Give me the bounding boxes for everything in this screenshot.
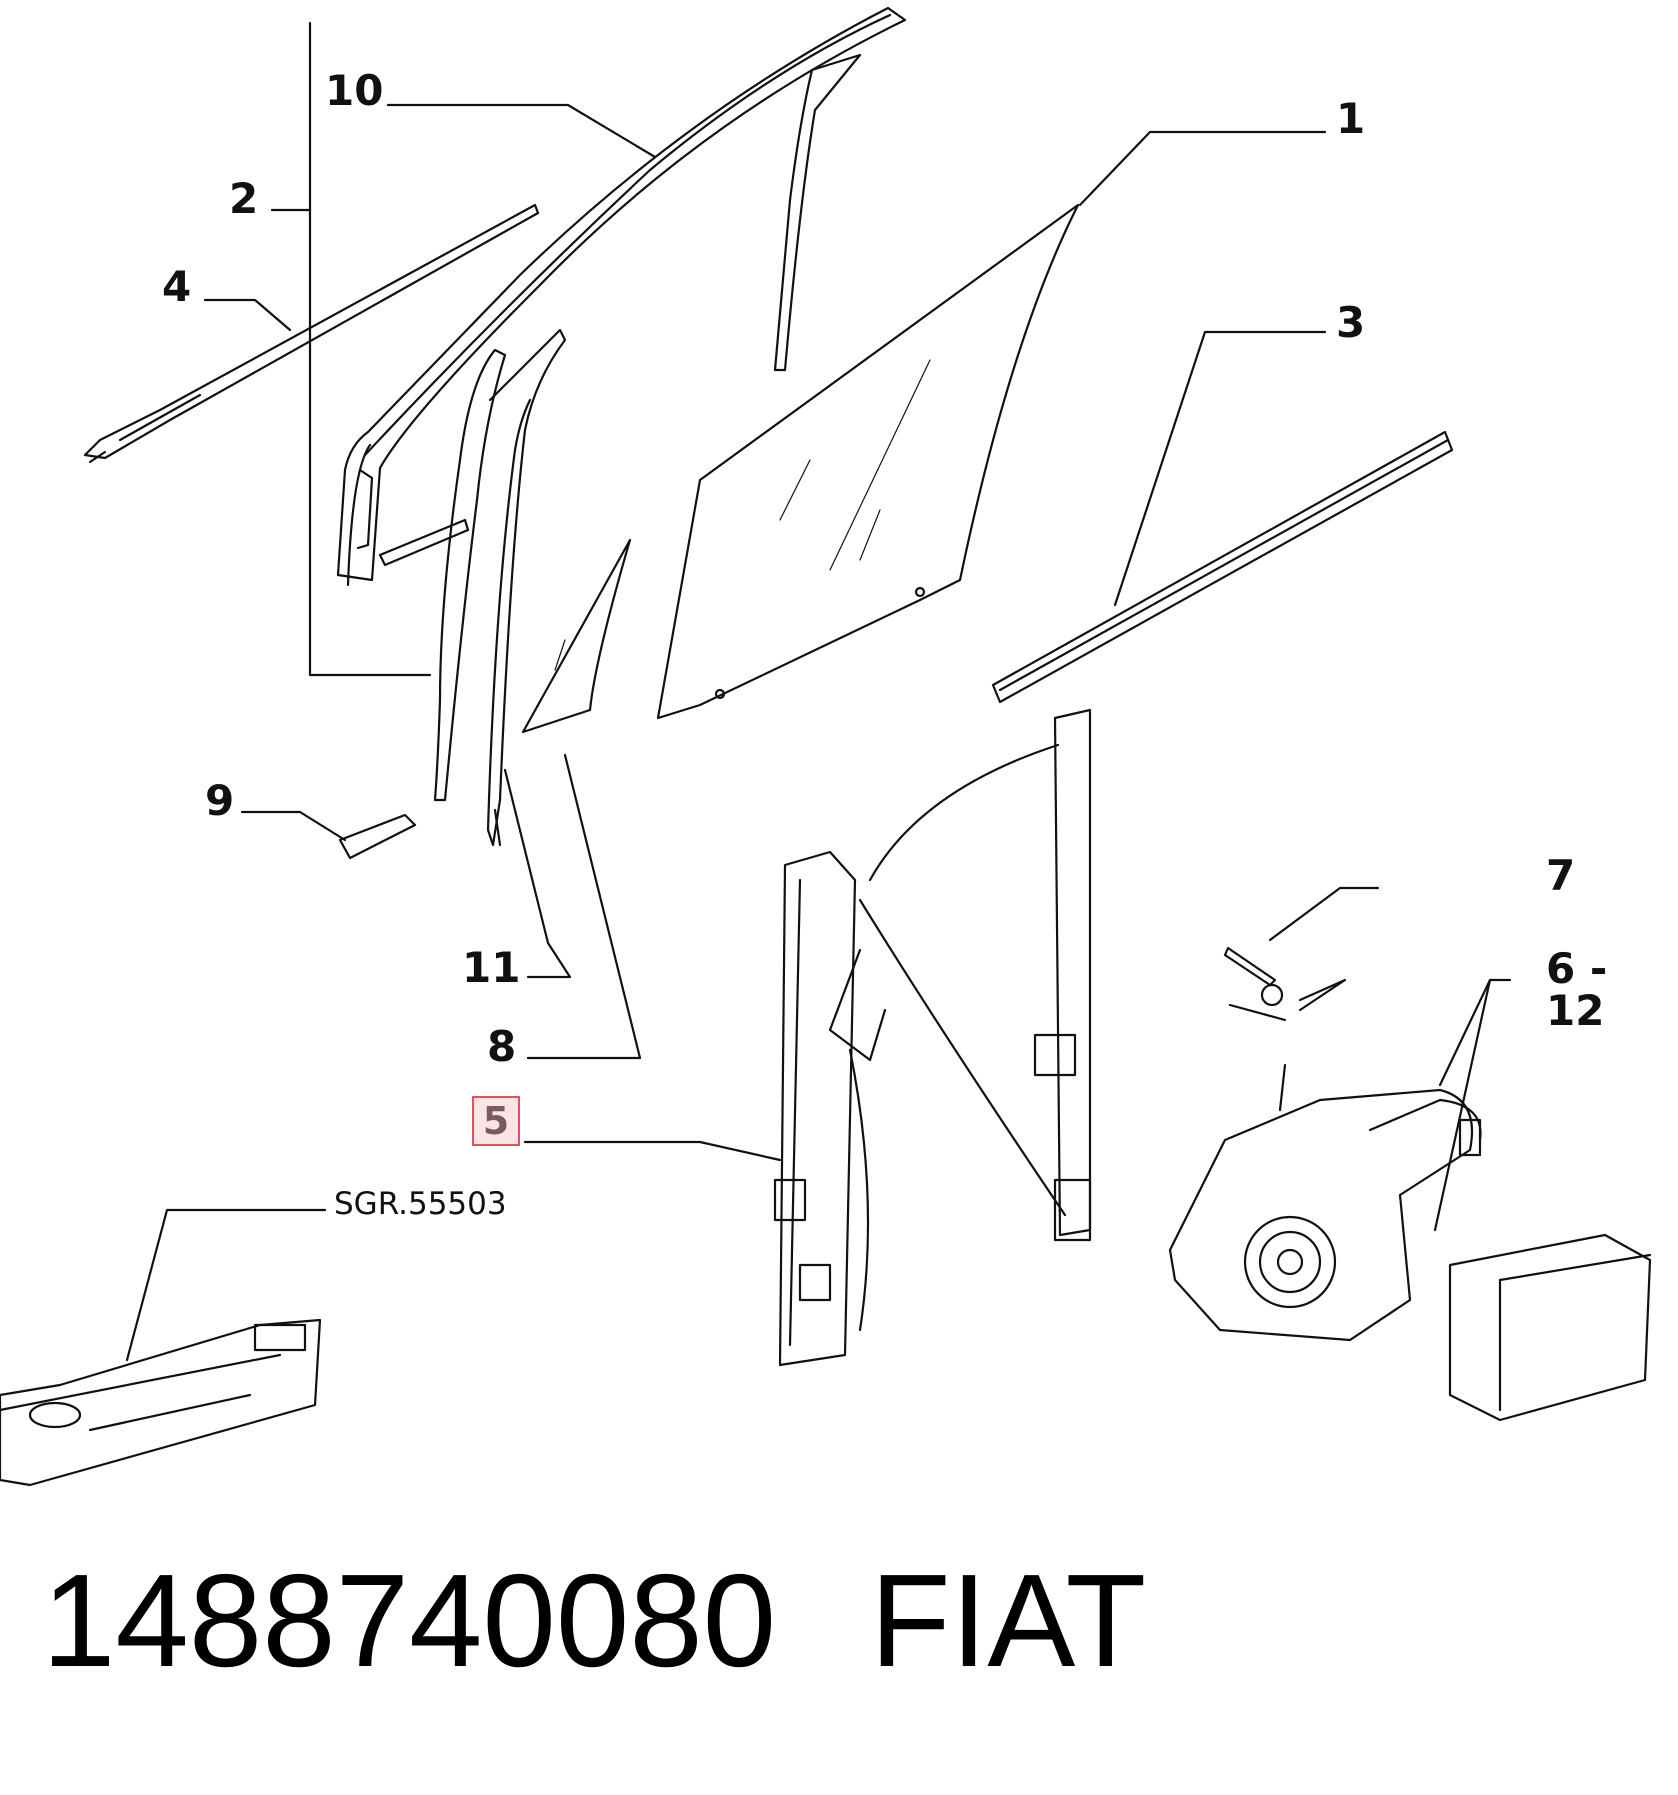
callout-5: 5 [482,1099,510,1143]
window-motor-part-6-12 [1168,1088,1482,1342]
clip-part-9 [338,813,417,860]
callout-7: 7 [1546,851,1576,900]
part-number: 1488740080 [42,1547,777,1694]
callout-9: 9 [205,776,235,825]
leader-lines [125,21,1512,1362]
callout-4: 4 [162,262,192,311]
callout-3: 3 [1336,298,1366,347]
callout-10: 10 [325,66,384,115]
callout-5-highlighted[interactable]: 5 [472,1096,520,1146]
quarter-glass-part-8 [521,538,632,734]
brand-name: FIAT [870,1547,1147,1694]
belt-moulding-part-3 [991,430,1454,704]
window-regulator-part-5 [773,708,1092,1367]
callout-6-12: 6 - 12 [1546,944,1608,1035]
callout-8: 8 [487,1022,517,1071]
door-frame-seal-part-10 [336,6,907,587]
control-module-part-12 [1448,1233,1652,1422]
callout-1: 1 [1336,94,1366,143]
run-channel [433,348,507,802]
guide-channel-part-11 [486,328,567,847]
reference-code: SGR.55503 [334,1186,507,1222]
callout-11: 11 [462,943,521,992]
screw-part-7 [1223,946,1347,1112]
outer-strip-part-4 [83,203,540,464]
door-glass-part-1 [656,203,1080,720]
callout-2: 2 [229,174,259,223]
switch-panel-sgr-55503 [0,1318,322,1487]
